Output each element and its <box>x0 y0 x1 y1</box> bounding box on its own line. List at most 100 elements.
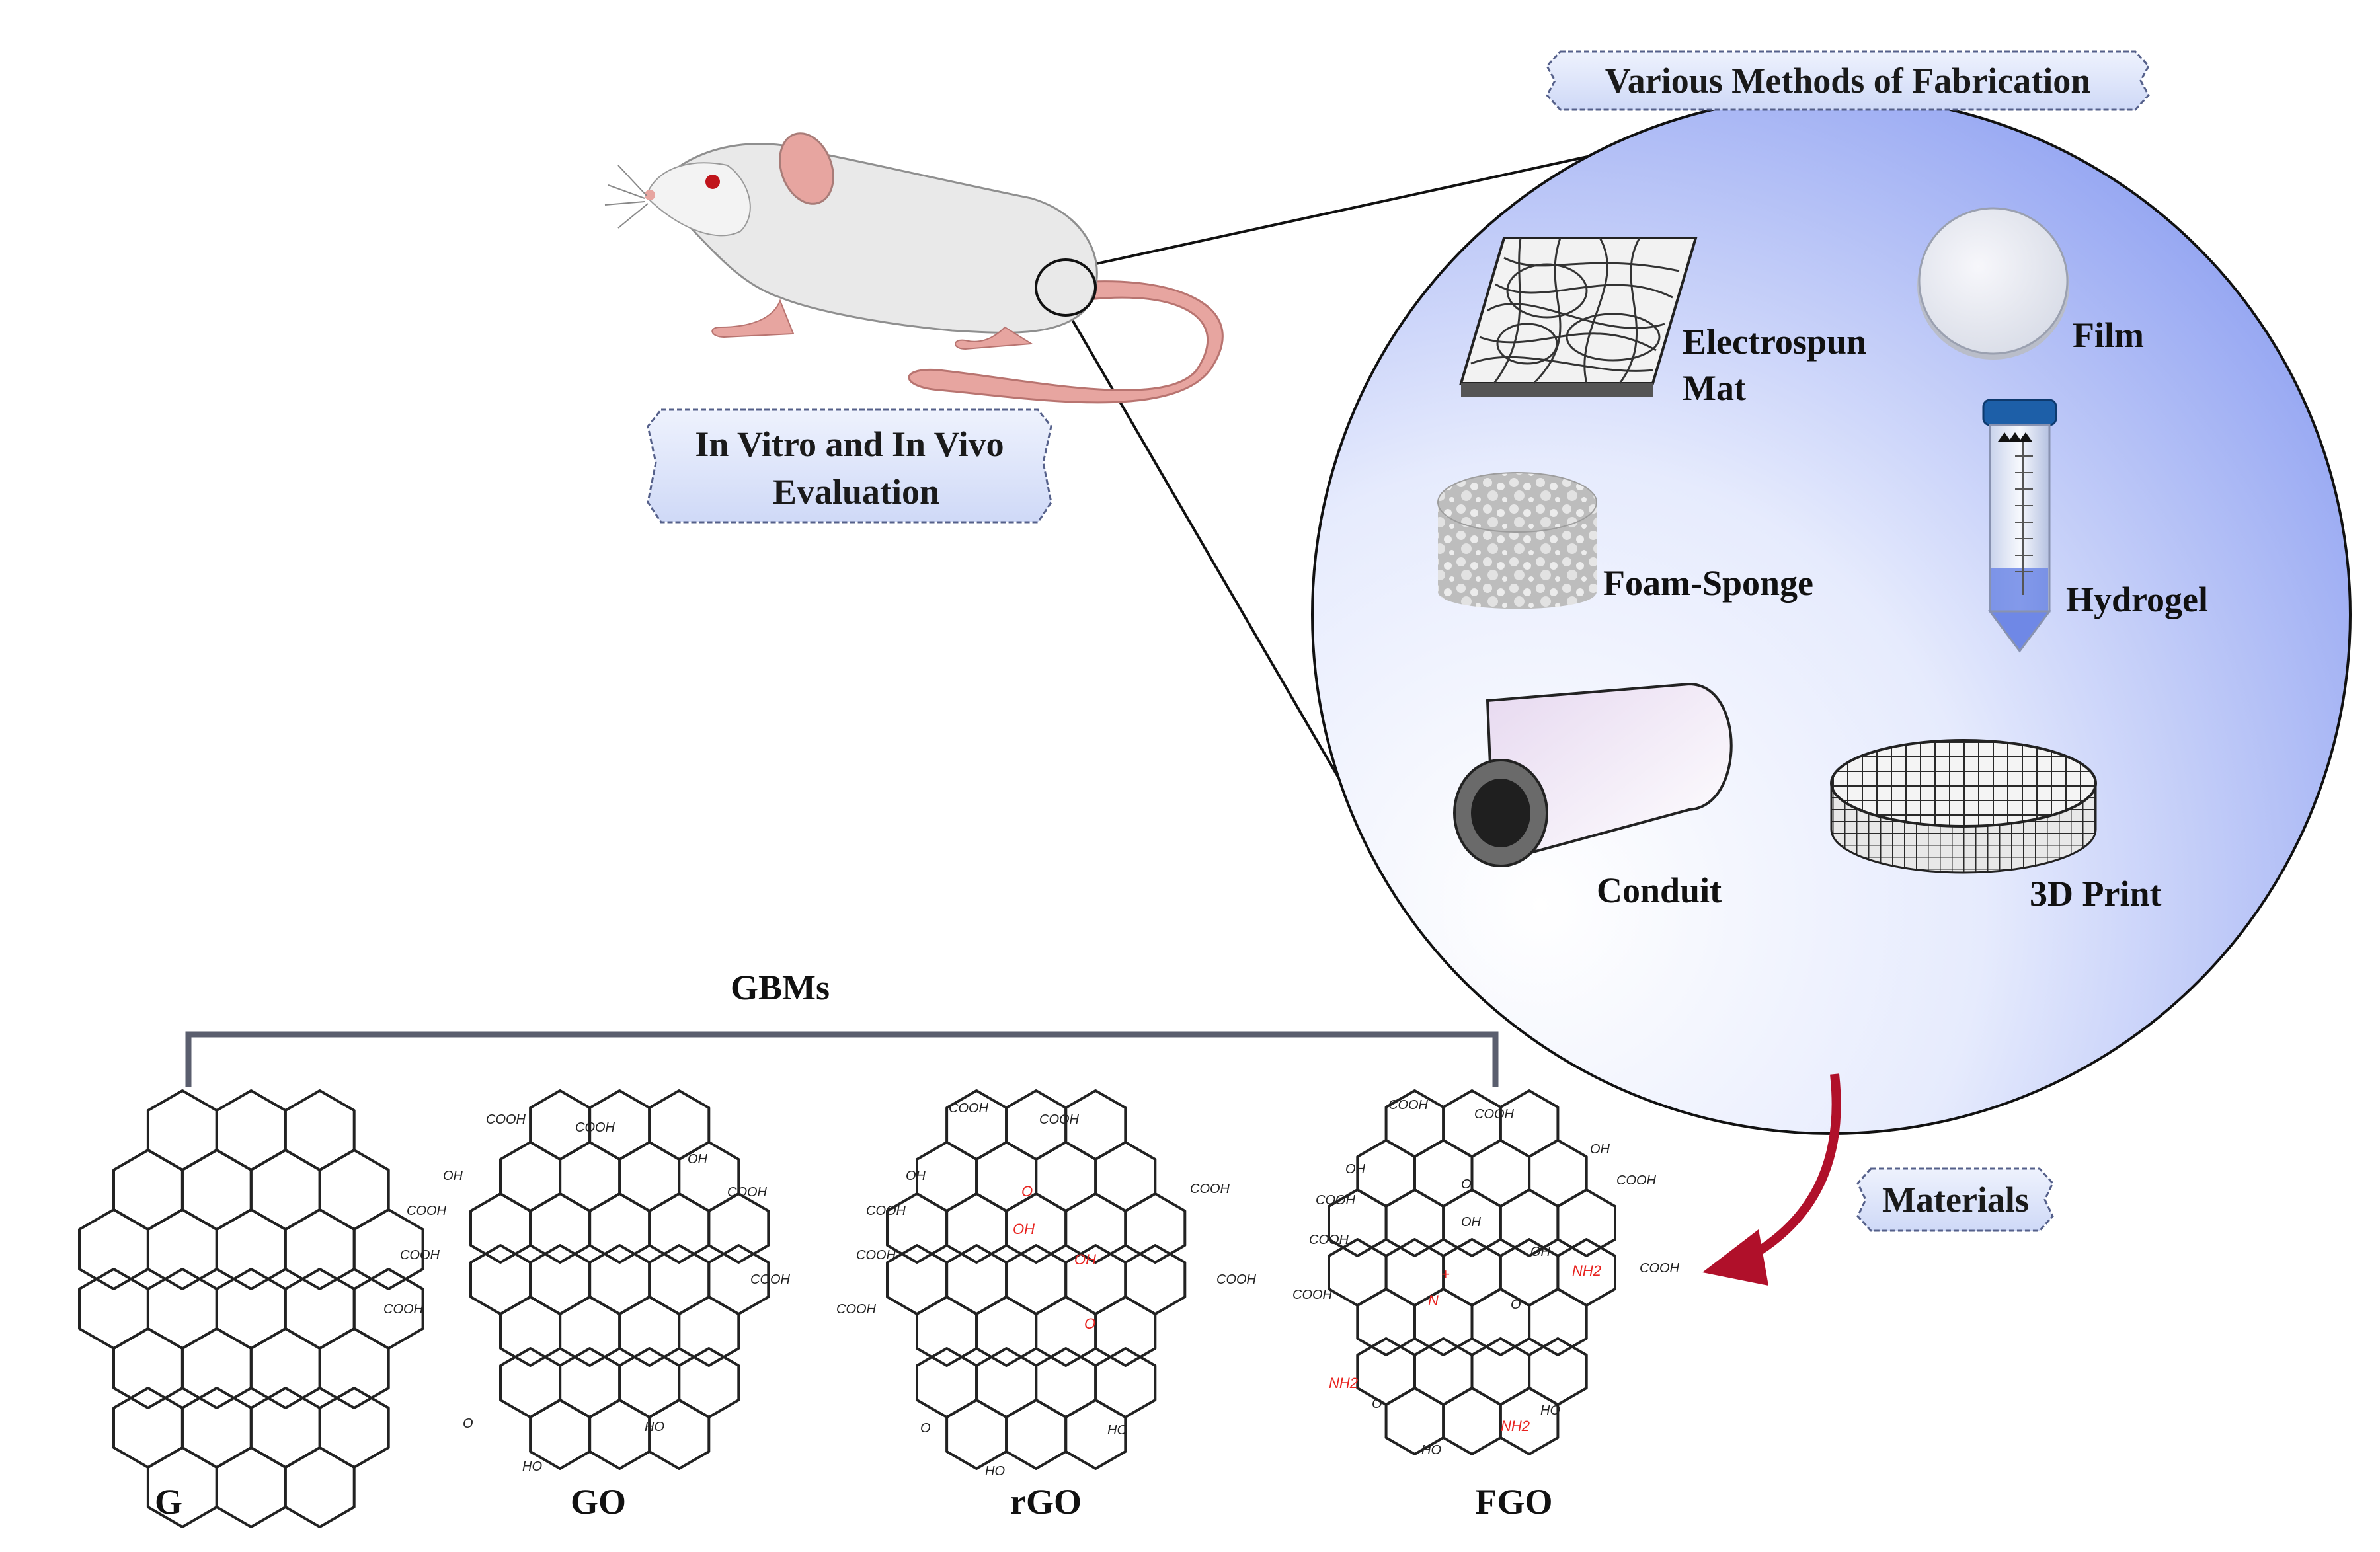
mouse-eye <box>705 175 720 189</box>
mouse-head-shade <box>647 162 751 237</box>
gbms-title: GBMs <box>731 968 830 1007</box>
hexagon-ring <box>1356 1139 1416 1208</box>
fgo-groups: COOH COOH OH OH COOH COOH COOH COOH COOH… <box>1292 1098 1680 1457</box>
hexagon-ring <box>1356 1337 1416 1406</box>
structure-G <box>78 1089 424 1528</box>
film-disc: Film <box>1917 207 2144 360</box>
hexagon-ring <box>352 1208 424 1290</box>
rgo-cooh-2: COOH <box>1039 1112 1080 1127</box>
banner-evaluation: In Vitro and In Vivo Evaluation <box>647 408 1052 524</box>
hexagon-ring <box>249 1327 321 1409</box>
hexagon-ring <box>318 1149 390 1231</box>
gbms-bracket: GBMs <box>185 968 1499 1087</box>
rgo-o-red-2: O <box>1084 1315 1095 1332</box>
hexagon-ring <box>559 1141 621 1212</box>
banner-materials-text: Materials <box>1882 1180 2029 1220</box>
hexagon-ring <box>1094 1141 1157 1212</box>
go-cooh-6: COOH <box>383 1302 424 1317</box>
mouse-hind-leg <box>955 326 1034 350</box>
hexagon-ring <box>1442 1089 1502 1158</box>
hexagon-ring <box>678 1347 740 1418</box>
hexagon-ring <box>618 1296 681 1367</box>
foam-label: Foam-Sponge <box>1603 563 1813 603</box>
rgo-oh-red-2: OH <box>1074 1251 1096 1268</box>
hexagon-ring <box>284 1089 356 1171</box>
foam-sponge: Foam-Sponge <box>1437 472 1813 609</box>
hexagon-ring <box>1094 1347 1157 1418</box>
hexagon-ring <box>916 1141 978 1212</box>
hexagon-ring <box>1124 1192 1187 1264</box>
electrospun-mat: Electrospun Mat <box>1459 237 1866 408</box>
hexagon-ring <box>916 1296 978 1367</box>
hexagon-ring <box>180 1149 253 1231</box>
fgo-o-2: O <box>1511 1298 1521 1312</box>
film-label: Film <box>2073 315 2144 355</box>
hexagon-ring <box>1470 1139 1531 1208</box>
hexagon-ring <box>886 1244 949 1315</box>
go-cooh-2: COOH <box>575 1120 615 1135</box>
hexagon-ring <box>1528 1337 1588 1406</box>
fgo-ho-2: HO <box>1540 1403 1560 1418</box>
hexagon-ring <box>1035 1141 1097 1212</box>
hexagon-ring <box>469 1244 532 1315</box>
hexagon-ring <box>1413 1139 1474 1208</box>
label-GO: GO <box>571 1482 626 1522</box>
label-rGO: rGO <box>1010 1482 1082 1522</box>
hexagon-ring <box>648 1399 711 1470</box>
conduit-label: Conduit <box>1597 871 1722 910</box>
banner-fabrication-text: Various Methods of Fabrication <box>1605 61 2091 100</box>
rgo-ho-2: HO <box>1107 1423 1127 1438</box>
fgo-oh-3: OH <box>1461 1215 1482 1229</box>
hexagon-ring <box>469 1192 532 1264</box>
rgo-oh-1: OH <box>906 1169 926 1183</box>
hexagon-ring <box>945 1399 1008 1470</box>
3d-print-label: 3D Print <box>2030 874 2161 913</box>
fgo-ho-1: HO <box>1421 1443 1441 1457</box>
hexagon-ring <box>215 1446 287 1528</box>
fgo-oh-1: OH <box>1345 1162 1366 1177</box>
go-ho-1: HO <box>522 1459 542 1474</box>
hexagon-ring <box>975 1347 1038 1418</box>
fiber-lines <box>1470 237 1680 385</box>
rgo-cooh-4: COOH <box>866 1204 906 1218</box>
mouse-tail <box>908 280 1224 404</box>
hexagon-ring <box>1005 1244 1068 1315</box>
fgo-cooh-7: COOH <box>1640 1261 1680 1276</box>
hexagon-ring <box>588 1192 651 1264</box>
banner-fabrication: Various Methods of Fabrication <box>1546 50 2150 111</box>
hexagon-ring <box>78 1208 149 1290</box>
hexagon-ring <box>1470 1337 1531 1406</box>
fgo-cooh-6: COOH <box>1292 1288 1333 1302</box>
go-cooh-1: COOH <box>486 1112 526 1127</box>
hexagon-ring <box>945 1244 1008 1315</box>
hexagon-ring <box>215 1208 287 1290</box>
hexagon-ring <box>618 1141 681 1212</box>
fgo-oh-4: OH <box>1530 1245 1551 1259</box>
hexagon-ring <box>945 1192 1008 1264</box>
banner-evaluation-line2: Evaluation <box>773 472 939 512</box>
rgo-o-red-1: O <box>1021 1183 1033 1200</box>
go-groups: COOH COOH OH OH COOH COOH COOH COOH COOH… <box>383 1112 791 1474</box>
fgo-plus: + <box>1441 1266 1450 1282</box>
hexagon-ring <box>529 1399 592 1470</box>
hexagon-ring <box>588 1399 651 1470</box>
hexagon-ring <box>1528 1139 1588 1208</box>
hexagon-ring <box>318 1327 390 1409</box>
label-FGO: FGO <box>1476 1482 1553 1522</box>
fgo-n: N <box>1428 1292 1439 1309</box>
hexagon-ring <box>249 1387 321 1469</box>
hexagon-ring <box>1005 1399 1068 1470</box>
hexagon-ring <box>1499 1387 1560 1455</box>
rgo-oh-red-1: OH <box>1013 1221 1035 1237</box>
hexagon-ring <box>559 1347 621 1418</box>
go-cooh-7: COOH <box>750 1272 791 1287</box>
conduit: Conduit <box>1453 682 1733 910</box>
3d-print-scaffold: 3D Print <box>1830 739 2161 913</box>
hexagon-ring <box>318 1387 390 1469</box>
hexagon-ring <box>1064 1399 1127 1470</box>
hexagon-ring <box>146 1089 218 1171</box>
hexagon-ring <box>1442 1238 1502 1307</box>
gbm-labels: G GO rGO FGO <box>155 1482 1553 1522</box>
go-cooh-5: COOH <box>400 1248 440 1262</box>
